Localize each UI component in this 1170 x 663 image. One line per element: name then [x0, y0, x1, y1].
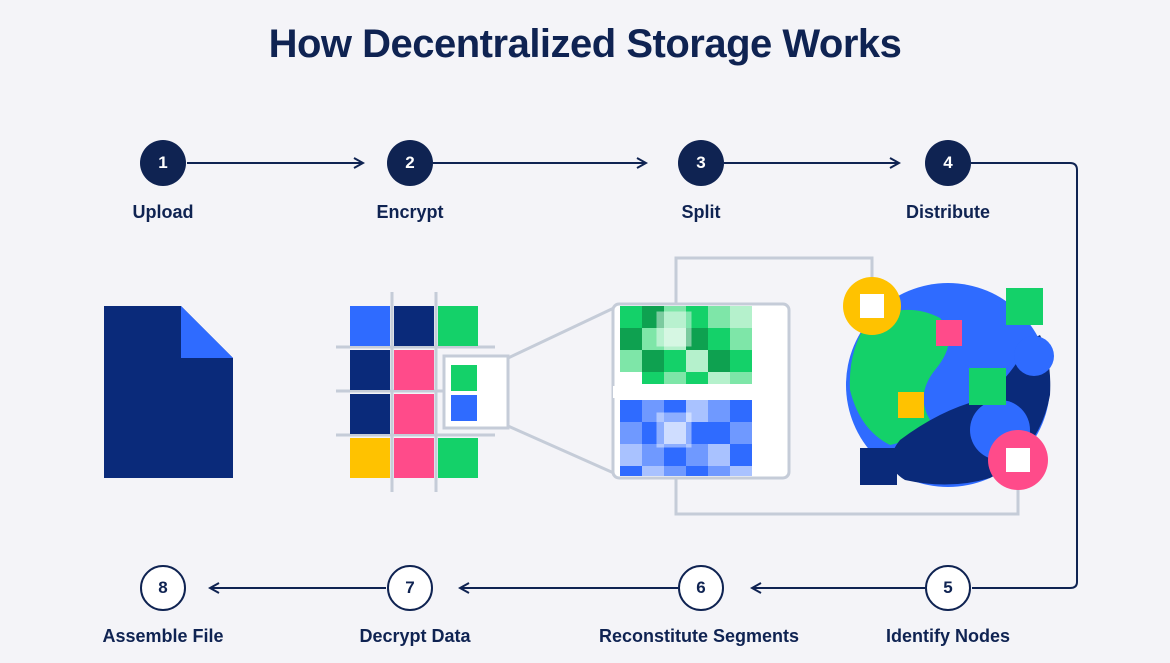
- diagram-title: How Decentralized Storage Works: [268, 22, 902, 66]
- step-6-number: 6: [678, 565, 724, 611]
- step-8-number: 8: [140, 565, 186, 611]
- step-2-label: Encrypt: [376, 202, 444, 222]
- document-icon: [104, 306, 233, 478]
- step-1-number: 1: [140, 140, 186, 186]
- step-6-label: Reconstitute Segments: [598, 626, 800, 646]
- step-7-number: 7: [387, 565, 433, 611]
- step-5-label: Identify Nodes: [885, 626, 1010, 646]
- step-5-number: 5: [925, 565, 971, 611]
- globe-nodes-icon: [843, 277, 1054, 490]
- step-7-label: Decrypt Data: [359, 626, 471, 646]
- step-8-label: Assemble File: [102, 626, 224, 646]
- step-2-number: 2: [387, 140, 433, 186]
- split-segments-icon: [611, 302, 791, 480]
- step-3-number: 3: [678, 140, 724, 186]
- step-3-label: Split: [681, 202, 721, 222]
- arrow-4-5: [971, 162, 1078, 589]
- step-4-label: Distribute: [905, 202, 990, 222]
- step-1-label: Upload: [132, 202, 194, 222]
- encrypted-grid-icon: [336, 292, 510, 492]
- step-4-number: 4: [925, 140, 971, 186]
